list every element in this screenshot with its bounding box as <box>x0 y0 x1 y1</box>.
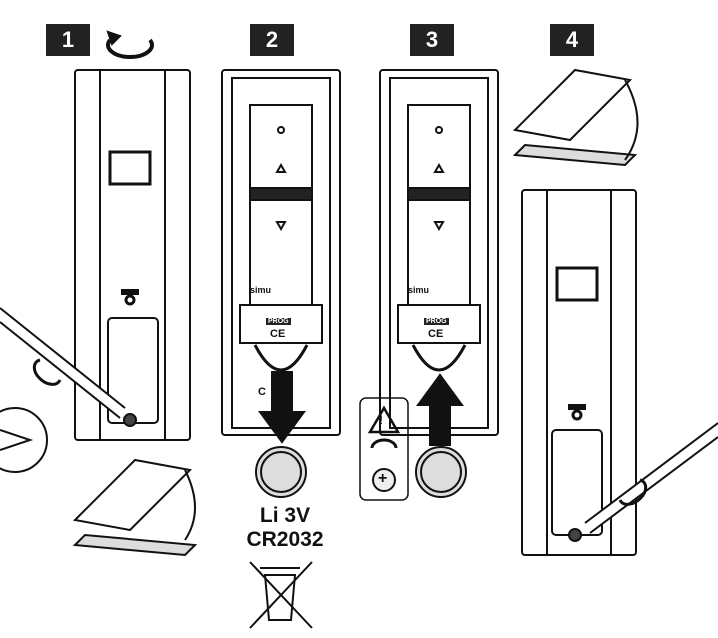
brand-label: simu <box>250 285 272 295</box>
ce-mark: CE <box>428 328 444 340</box>
brand-label: simu <box>408 285 430 295</box>
warning-icon <box>367 405 401 434</box>
warning-panel <box>359 397 409 501</box>
step-badge-4: 4 <box>550 24 594 56</box>
battery-voltage: Li 3V <box>259 504 311 527</box>
step-badge-1: 1 <box>46 24 90 56</box>
prog-label: PROG <box>424 318 449 325</box>
step-badge-3: 3 <box>410 24 454 56</box>
remote-step4 <box>521 189 637 556</box>
ce-mark: CE <box>270 328 286 340</box>
rotate-arrow-icon <box>370 438 398 449</box>
rotate-arrow-icon <box>106 30 154 59</box>
remote-cover-closing-step4 <box>512 68 639 167</box>
battery-icon <box>255 446 307 498</box>
battery-model: CR2032 <box>246 528 324 551</box>
screwdriver-icon <box>0 307 129 473</box>
battery-icon <box>415 446 467 498</box>
crossed-bin-icon <box>249 561 313 629</box>
step-badge-2: 2 <box>250 24 294 56</box>
plus-sign: + <box>378 470 388 487</box>
screwdriver-icon <box>581 422 718 534</box>
prog-label: PROG <box>266 318 291 325</box>
battery-partial-label: C 2 <box>258 386 288 398</box>
down-arrow-icon <box>258 371 306 444</box>
warning-exclamation: ! <box>379 413 383 427</box>
remote-cover-open-step1 <box>72 458 198 557</box>
up-arrow-icon <box>416 373 464 446</box>
remote-step1 <box>74 69 191 441</box>
plus-icon <box>372 468 396 492</box>
